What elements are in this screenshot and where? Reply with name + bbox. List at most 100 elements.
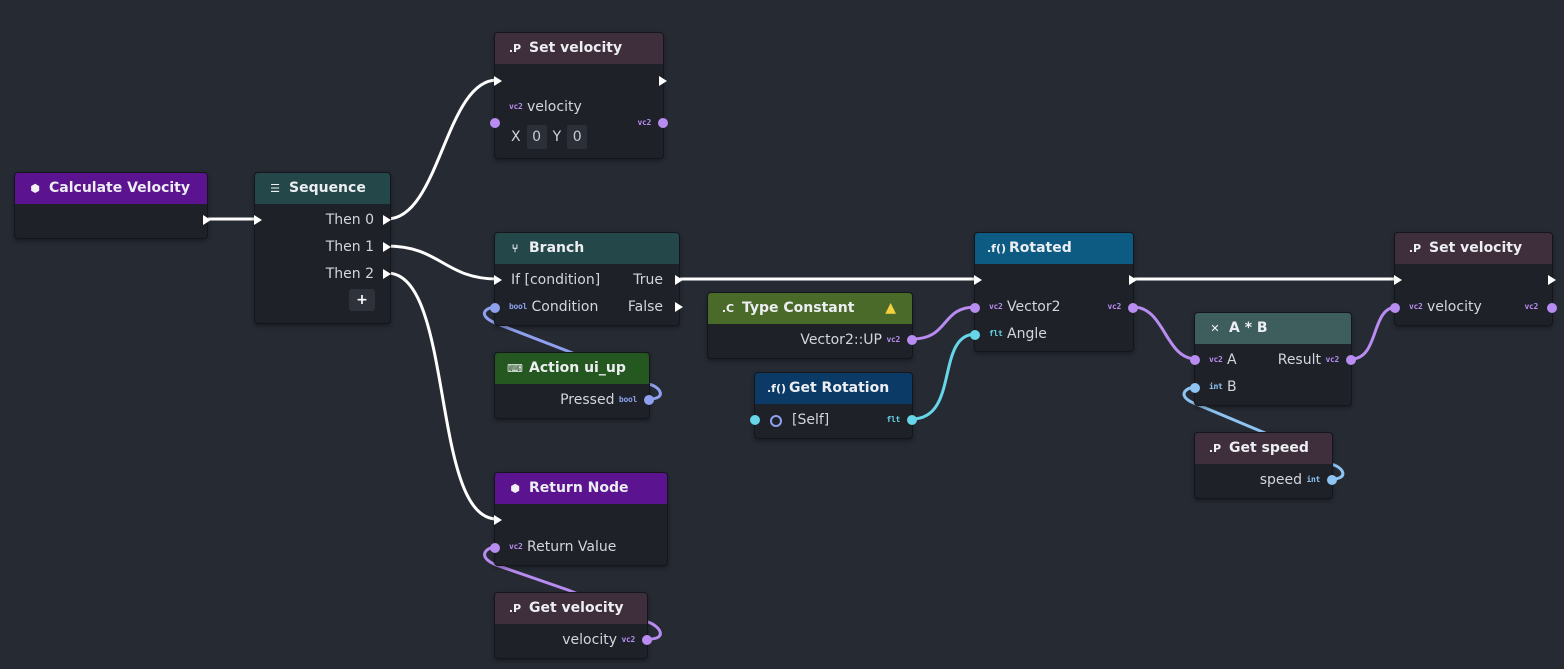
- exec-input-port[interactable]: [494, 275, 502, 285]
- pin-label: speed: [1259, 472, 1302, 488]
- pin-type-tag: int: [1306, 475, 1320, 484]
- node-header[interactable]: .f()Get Rotation: [755, 373, 912, 404]
- node-title: Get speed: [1229, 440, 1309, 456]
- wire-vc2-result-velocity: [1349, 305, 1399, 361]
- out-type-tag-row: vc2: [637, 114, 651, 132]
- exec-input-port[interactable]: [494, 76, 502, 86]
- exec-output-port[interactable]: [203, 215, 211, 225]
- output-port[interactable]: [644, 395, 654, 405]
- node-header[interactable]: ⑂Branch: [495, 233, 679, 264]
- pin-type-tag: vc2: [1209, 355, 1223, 364]
- node-rotated[interactable]: .f()Rotated vc2 Vector2 vc2 flt Angle: [970, 232, 1138, 352]
- node-header[interactable]: ⌨Action ui_up: [495, 353, 649, 384]
- pin-false: False: [627, 299, 663, 315]
- pin-type-tag: flt: [886, 415, 900, 424]
- node-get-rotation[interactable]: .f()Get Rotation [Self] flt: [750, 372, 917, 439]
- property-icon: .P: [508, 602, 522, 615]
- exec-input-port[interactable]: [254, 215, 262, 225]
- pin-label: A: [1227, 352, 1237, 368]
- output-port[interactable]: [642, 635, 652, 645]
- node-calculate-velocity[interactable]: ⬢Calculate Velocity: [14, 172, 211, 239]
- exec-input-port[interactable]: [494, 515, 502, 525]
- sequence-output-then2: Then 2: [325, 266, 374, 282]
- exec-output-port[interactable]: [1129, 275, 1137, 285]
- node-title: A * B: [1229, 320, 1268, 336]
- input-port[interactable]: [490, 118, 500, 128]
- node-action-ui-up[interactable]: ⌨Action ui_up Pressed bool: [494, 352, 654, 419]
- node-header[interactable]: ⬢Calculate Velocity: [15, 173, 207, 204]
- exec-output-port[interactable]: [383, 269, 391, 279]
- property-icon: .P: [1408, 242, 1422, 255]
- exec-output-port[interactable]: [659, 76, 667, 86]
- input-port[interactable]: [970, 303, 980, 313]
- pin-velocity: vc2 velocity: [1409, 298, 1482, 316]
- node-header[interactable]: ⬢Return Node: [495, 473, 667, 504]
- pin-if-condition: If [condition]: [511, 272, 601, 288]
- list-icon: ☰: [270, 182, 280, 195]
- exec-output-true-port[interactable]: [675, 275, 683, 285]
- input-port[interactable]: [970, 330, 980, 340]
- node-sequence[interactable]: ☰Sequence Then 0 Then 1 Then 2 +: [254, 172, 391, 324]
- output-port[interactable]: [1346, 355, 1356, 365]
- node-return[interactable]: ⬢Return Node vc2 Return Value: [490, 472, 668, 566]
- node-title: Sequence: [289, 180, 366, 196]
- pin-type-tag: flt: [989, 329, 1003, 338]
- exec-output-port[interactable]: [1548, 275, 1556, 285]
- pin-speed: speed int: [1259, 471, 1321, 489]
- pin-label: velocity: [1427, 299, 1482, 315]
- wire-exec-then1-branch: [385, 244, 499, 281]
- exec-input-port[interactable]: [1394, 275, 1402, 285]
- pin-label: Condition: [531, 299, 599, 315]
- output-port[interactable]: [907, 415, 917, 425]
- input-port[interactable]: [1190, 383, 1200, 393]
- exec-output-port[interactable]: [383, 242, 391, 252]
- input-port[interactable]: [750, 415, 760, 425]
- node-header[interactable]: ☰ Sequence: [255, 173, 390, 204]
- output-port[interactable]: [1547, 303, 1557, 313]
- node-title: Branch: [529, 240, 585, 256]
- node-branch[interactable]: ⑂Branch If [condition] True bool Conditi…: [490, 232, 683, 326]
- output-port[interactable]: [1128, 303, 1138, 313]
- warning-icon[interactable]: ▲: [885, 300, 896, 316]
- node-header[interactable]: .f()Rotated: [975, 233, 1133, 264]
- pin-label: Result: [1277, 352, 1321, 368]
- exec-output-false-port[interactable]: [675, 302, 683, 312]
- x-value-field[interactable]: 0: [526, 125, 547, 149]
- self-port[interactable]: [770, 415, 782, 427]
- exec-input-port[interactable]: [974, 275, 982, 285]
- node-header[interactable]: ✕A * B: [1195, 313, 1351, 344]
- input-port[interactable]: [1190, 355, 1200, 365]
- pin-label: Pressed: [560, 392, 615, 408]
- output-port[interactable]: [658, 118, 668, 128]
- pin-label: Return Value: [527, 539, 617, 555]
- pin-label: B: [1227, 379, 1237, 395]
- add-output-button[interactable]: +: [349, 289, 375, 311]
- output-port[interactable]: [907, 335, 917, 345]
- pin-label: velocity: [527, 99, 582, 115]
- input-port[interactable]: [490, 543, 500, 553]
- out-type-tag-row: flt: [886, 411, 900, 429]
- exec-output-port[interactable]: [383, 215, 391, 225]
- out-type-tag-row: vc2: [1524, 298, 1538, 316]
- pin-type-tag: vc2: [1107, 302, 1121, 311]
- pin-label: velocity: [562, 632, 617, 648]
- output-port[interactable]: [1327, 475, 1337, 485]
- input-port[interactable]: [490, 303, 500, 313]
- plus-icon: +: [356, 292, 368, 308]
- node-multiply[interactable]: ✕A * B vc2 A Result vc2 int B: [1190, 312, 1356, 406]
- y-value-field[interactable]: 0: [567, 125, 588, 149]
- node-title: Action ui_up: [529, 360, 626, 376]
- input-port[interactable]: [1390, 303, 1400, 313]
